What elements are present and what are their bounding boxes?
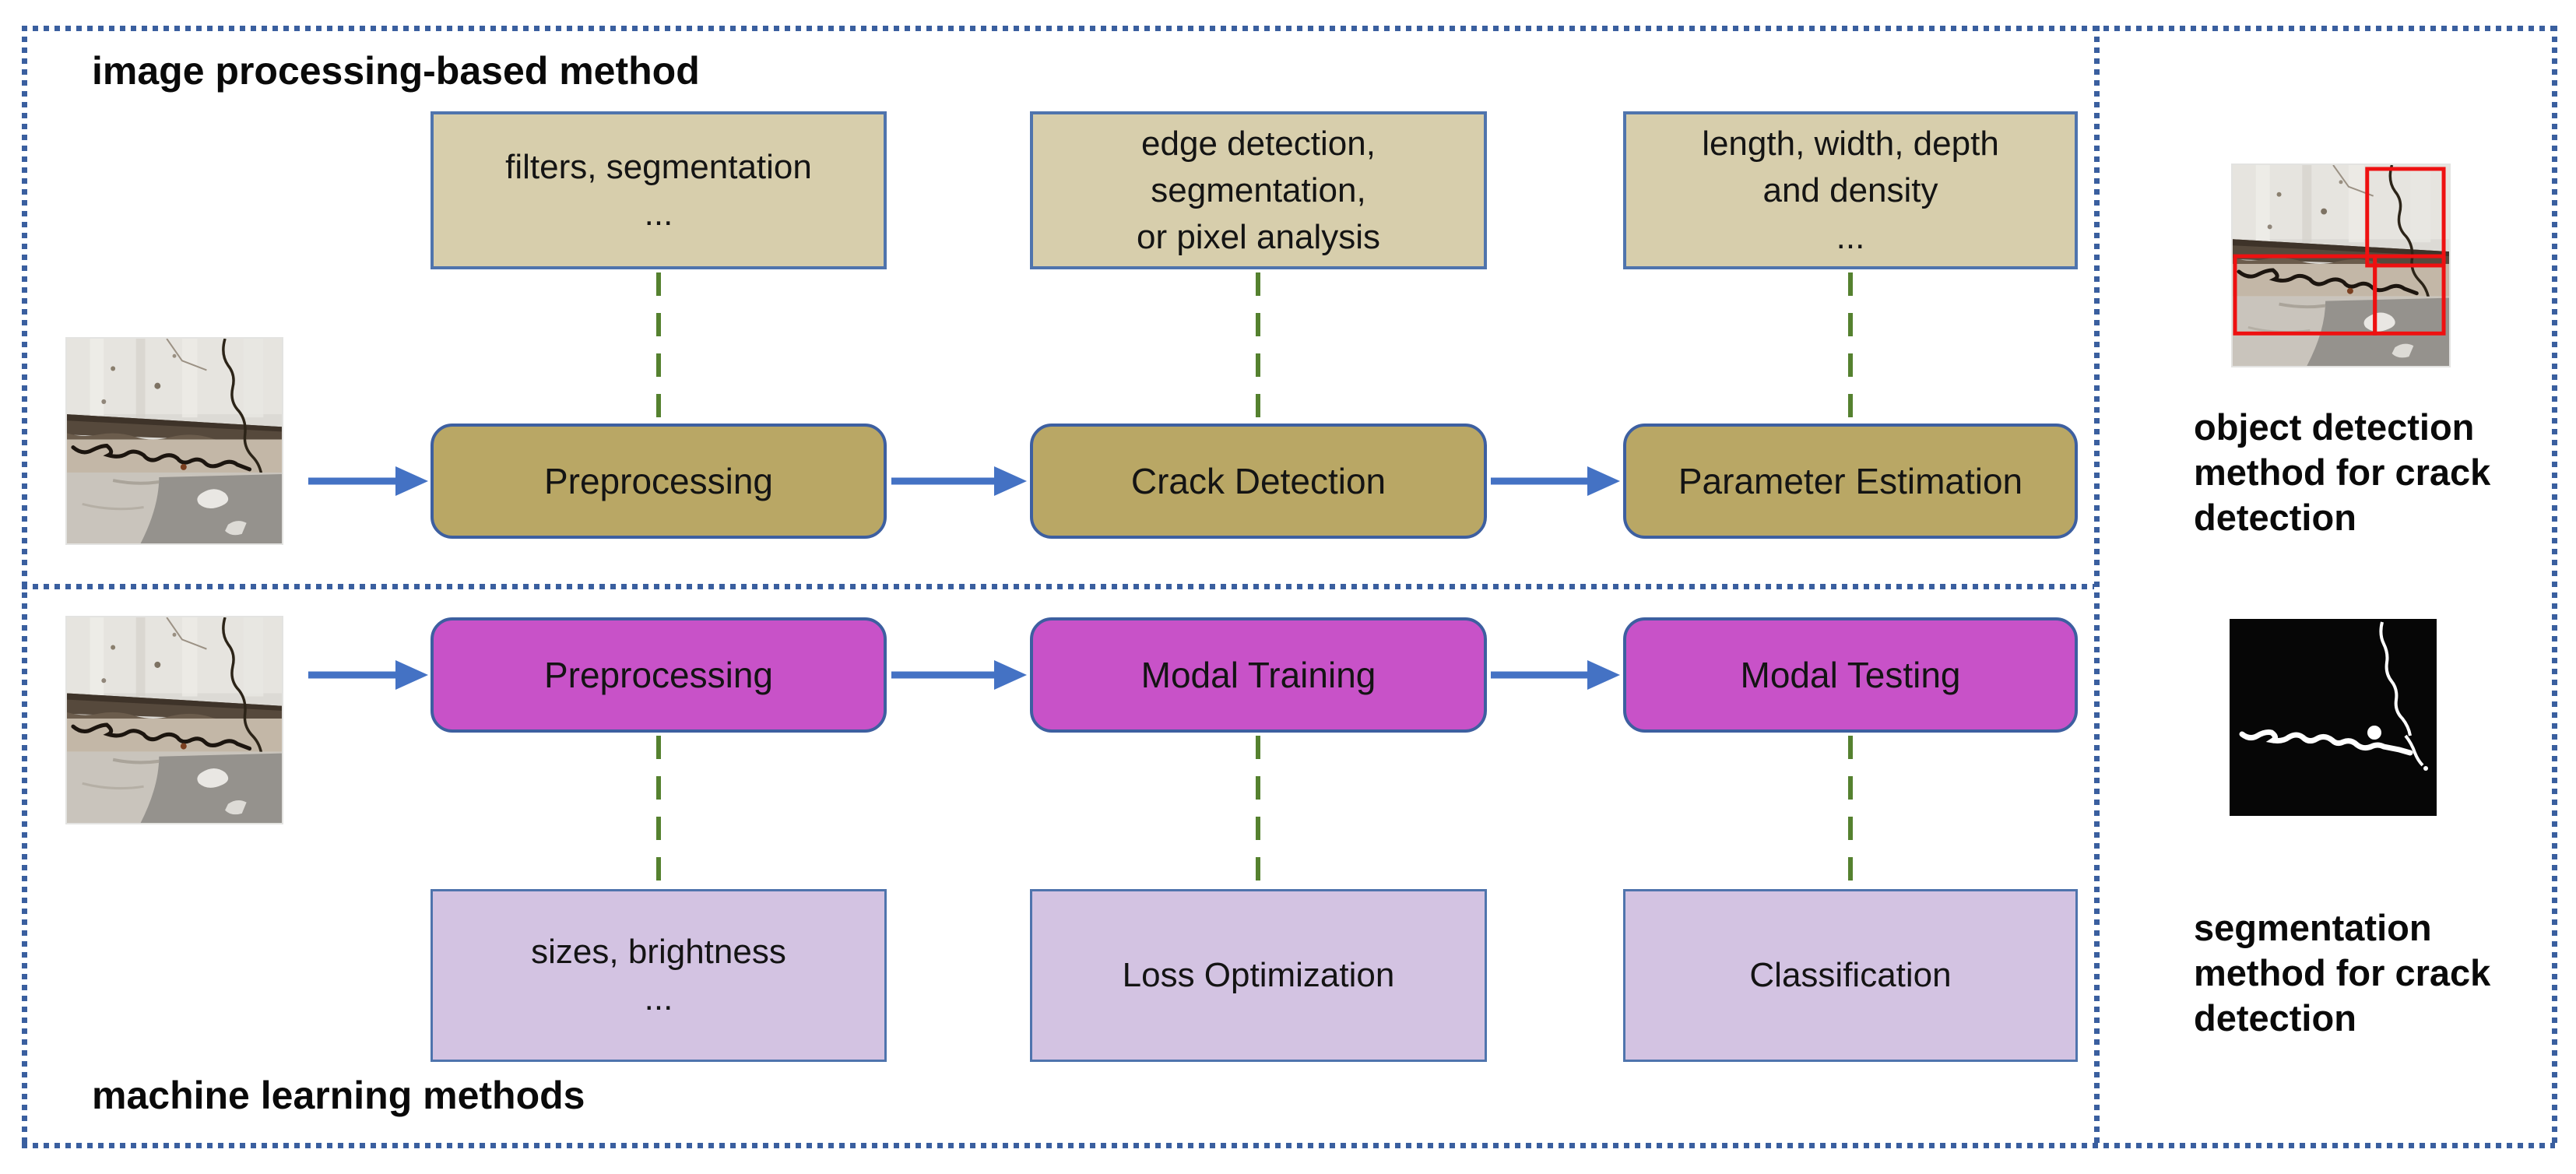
dashed-connector — [656, 272, 661, 424]
dashed-connector — [1256, 736, 1260, 888]
detail-line: ... — [1836, 217, 1865, 256]
detection-bounding-boxes — [2233, 167, 2446, 336]
detail-line: ... — [644, 979, 673, 1018]
crack-photo-input-bottom — [65, 616, 283, 824]
detail-line: length, width, depth — [1702, 124, 1999, 163]
process-label: Crack Detection — [1130, 461, 1386, 501]
detail-box-length-width: length, width, depth and density ... — [1623, 111, 2078, 269]
process-box-modal-testing: Modal Testing — [1623, 617, 2078, 733]
process-box-modal-training: Modal Training — [1030, 617, 1487, 733]
dashed-connector — [1848, 736, 1853, 888]
frame-divider-horizontal — [22, 584, 2094, 589]
frame-border-right — [2552, 26, 2557, 1148]
process-label: Modal Testing — [1740, 655, 1961, 695]
dashed-connector — [1848, 272, 1853, 424]
detail-line: and density — [1762, 170, 1938, 209]
flow-arrow — [308, 660, 428, 690]
frame-divider-vertical — [2094, 26, 2100, 1148]
detail-box-loss-optimization: Loss Optimization — [1030, 889, 1487, 1062]
detail-line: or pixel analysis — [1136, 217, 1381, 256]
process-box-parameter-estimation: Parameter Estimation — [1623, 424, 2078, 539]
detail-line: ... — [644, 194, 673, 233]
process-label: Preprocessing — [543, 461, 774, 501]
bottom-section-title: machine learning methods — [92, 1074, 585, 1117]
flow-arrow — [1491, 660, 1620, 690]
flow-arrow — [1491, 466, 1620, 496]
process-label: Modal Training — [1140, 655, 1376, 695]
detail-box-classification: Classification — [1623, 889, 2078, 1062]
segmentation-caption: segmentation method for crack detection — [2194, 907, 2491, 1039]
process-box-crack-detection: Crack Detection — [1030, 424, 1487, 539]
detail-line: Classification — [1749, 956, 1952, 994]
detail-box-filters: filters, segmentation ... — [431, 111, 887, 269]
detail-line: sizes, brightness — [531, 933, 786, 971]
process-box-preprocessing-ml: Preprocessing — [431, 617, 887, 733]
detail-line: segmentation, — [1151, 170, 1366, 209]
frame-border-top — [22, 26, 2555, 31]
dashed-connector — [656, 736, 661, 888]
detail-line: edge detection, — [1141, 124, 1376, 163]
top-section-title: image processing-based method — [92, 49, 700, 93]
segmentation-result-image — [2230, 619, 2437, 816]
flow-arrow — [891, 466, 1027, 496]
frame-border-bottom — [22, 1143, 2555, 1148]
process-label: Parameter Estimation — [1678, 461, 2023, 501]
flow-arrow — [308, 466, 428, 496]
dashed-connector — [1256, 272, 1260, 424]
flow-arrow — [891, 660, 1027, 690]
crack-photo-input-top — [65, 337, 283, 545]
process-label: Preprocessing — [543, 655, 774, 695]
object-detection-caption: object detection method for crack detect… — [2194, 406, 2491, 538]
process-box-preprocessing-ip: Preprocessing — [431, 424, 887, 539]
detail-line: Loss Optimization — [1122, 956, 1395, 994]
detail-box-sizes-brightness: sizes, brightness ... — [431, 889, 887, 1062]
detail-line: filters, segmentation — [505, 147, 812, 186]
detail-box-edge-detection: edge detection, segmentation, or pixel a… — [1030, 111, 1487, 269]
object-detection-result-image — [2231, 163, 2451, 367]
